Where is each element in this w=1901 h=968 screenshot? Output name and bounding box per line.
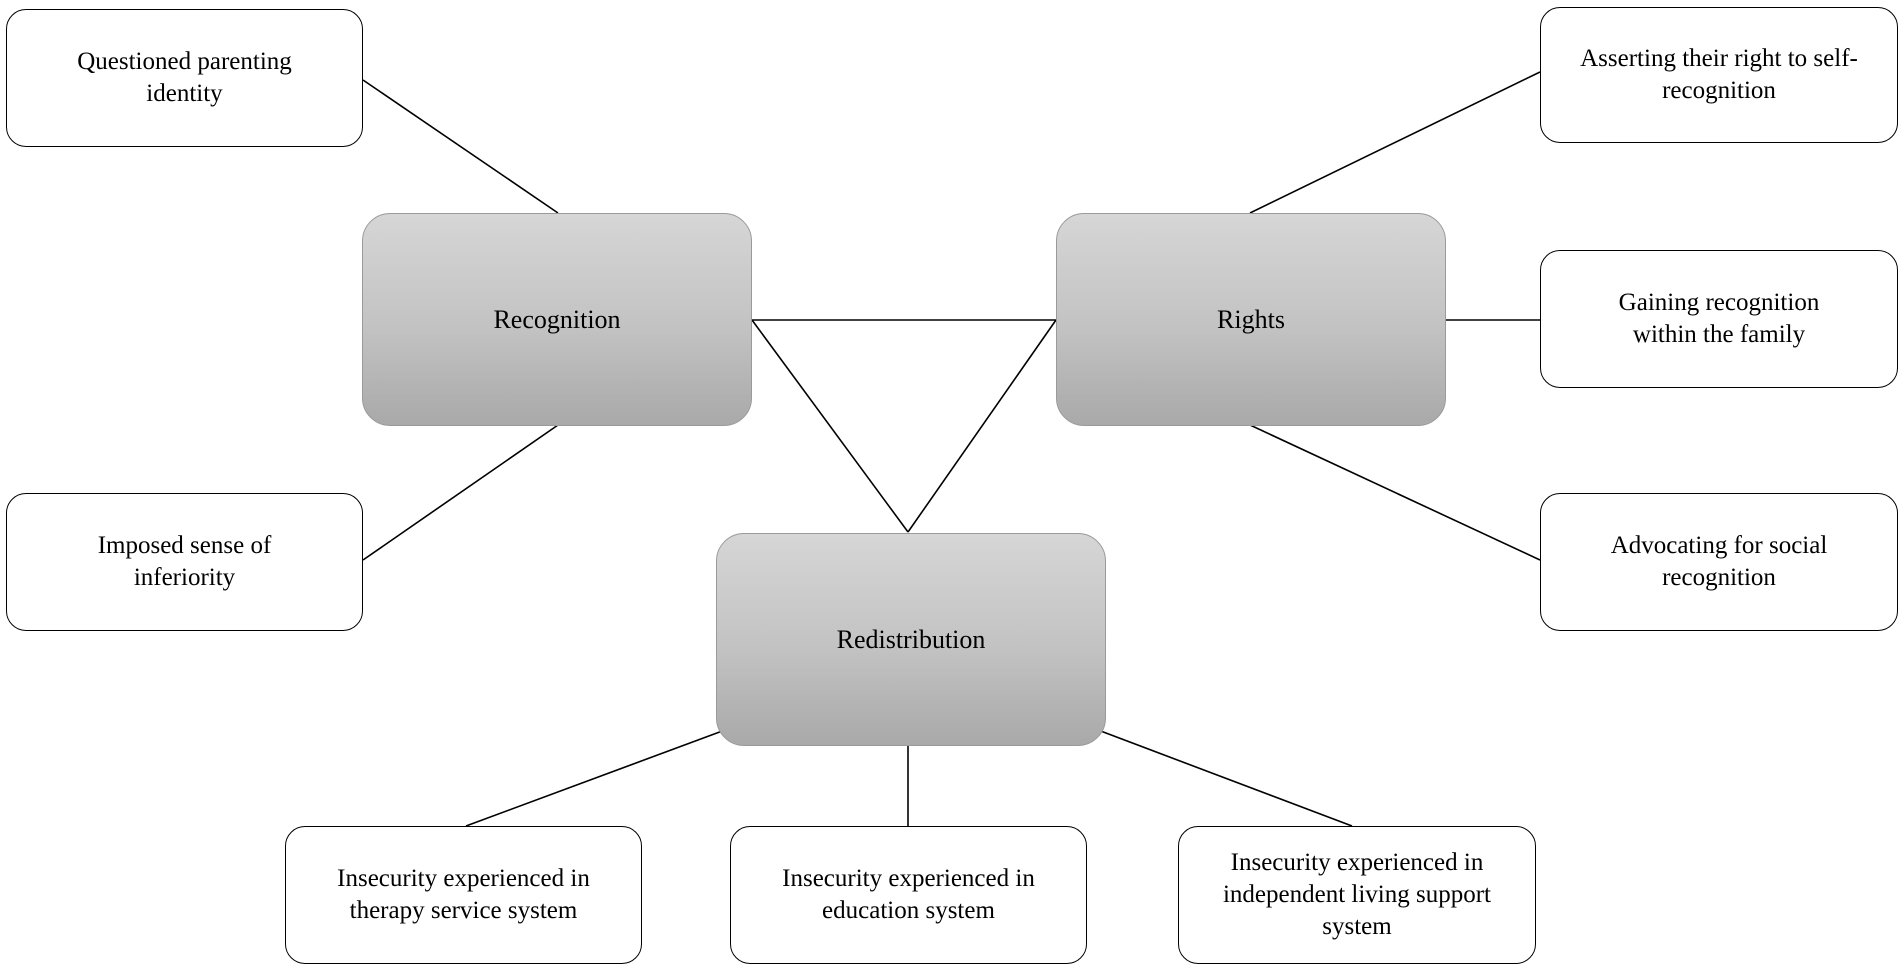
subtheme-advocating: Advocating for social recognition [1540, 493, 1898, 631]
theme-recognition-label: Recognition [493, 304, 621, 334]
subtheme-advocating-label: Advocating for social recognition [1610, 532, 1828, 591]
subtheme-questioned-parenting-identity-label: Questioned parenting identity [77, 48, 292, 107]
theme-redistribution: Redistribution [716, 533, 1106, 746]
subtheme-asserting-right-label: Asserting their right to self-recognitio… [1580, 45, 1858, 104]
subtheme-therapy-service-system: Insecurity experienced in therapy servic… [285, 826, 642, 964]
connector-rights-asserting [1249, 71, 1541, 214]
connector-recognition-questioned [362, 79, 559, 214]
subtheme-gaining-recognition: Gaining recognition within the family [1540, 250, 1898, 388]
connector-redistribution-independent [1097, 729, 1353, 827]
theme-recognition: Recognition [362, 213, 752, 426]
subtheme-questioned-parenting-identity: Questioned parenting identity [6, 9, 363, 147]
connector-rights-advocating [1249, 424, 1541, 561]
subtheme-asserting-right: Asserting their right to self-recognitio… [1540, 7, 1898, 143]
connector-recognition-redistribution [751, 319, 909, 533]
subtheme-independent-living-support-system: Insecurity experienced in independent li… [1178, 826, 1536, 964]
subtheme-imposed-sense-of-inferiority: Imposed sense of inferiority [6, 493, 363, 631]
theme-redistribution-label: Redistribution [836, 624, 986, 654]
subtheme-education-system: Insecurity experienced in education syst… [730, 826, 1087, 964]
connector-rights-redistribution [907, 319, 1057, 533]
subtheme-imposed-sense-of-inferiority-label: Imposed sense of inferiority [97, 532, 272, 591]
theme-rights: Rights [1056, 213, 1446, 426]
connector-redistribution-therapy [465, 729, 726, 827]
theme-rights-label: Rights [1217, 304, 1285, 334]
subtheme-education-system-label: Insecurity experienced in education syst… [782, 865, 1035, 924]
subtheme-therapy-service-system-label: Insecurity experienced in therapy servic… [337, 865, 590, 924]
subtheme-independent-living-support-system-label: Insecurity experienced in independent li… [1222, 849, 1492, 940]
connector-recognition-inferiority [362, 424, 559, 561]
subtheme-gaining-recognition-label: Gaining recognition within the family [1618, 289, 1820, 348]
